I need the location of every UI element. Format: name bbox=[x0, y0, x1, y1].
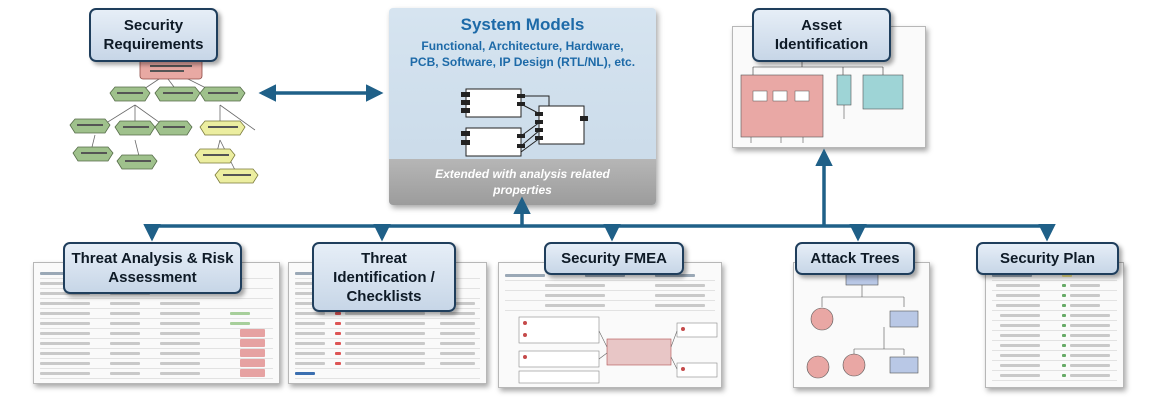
threat-identification-box[interactable]: Threat Identification / Checklists bbox=[312, 242, 456, 312]
security-requirements-graph bbox=[69, 58, 259, 184]
security-fmea-box[interactable]: Security FMEA bbox=[544, 242, 684, 275]
attack-trees-box[interactable]: Attack Trees bbox=[795, 242, 915, 275]
security-fmea-screenshot bbox=[498, 262, 722, 388]
security-plan-screenshot bbox=[985, 262, 1124, 388]
threat-analysis-box[interactable]: Threat Analysis & Risk Assessment bbox=[63, 242, 242, 294]
asset-identification-box[interactable]: Asset Identification bbox=[752, 8, 891, 62]
security-plan-box[interactable]: Security Plan bbox=[976, 242, 1119, 275]
system-models-subtitle: Functional, Architecture, Hardware, PCB,… bbox=[409, 39, 636, 69]
security-requirements-box[interactable]: Security Requirements bbox=[89, 8, 218, 62]
block-diagram-illustration bbox=[461, 88, 588, 157]
system-models-title: System Models bbox=[460, 15, 585, 34]
attack-trees-screenshot bbox=[793, 262, 930, 388]
